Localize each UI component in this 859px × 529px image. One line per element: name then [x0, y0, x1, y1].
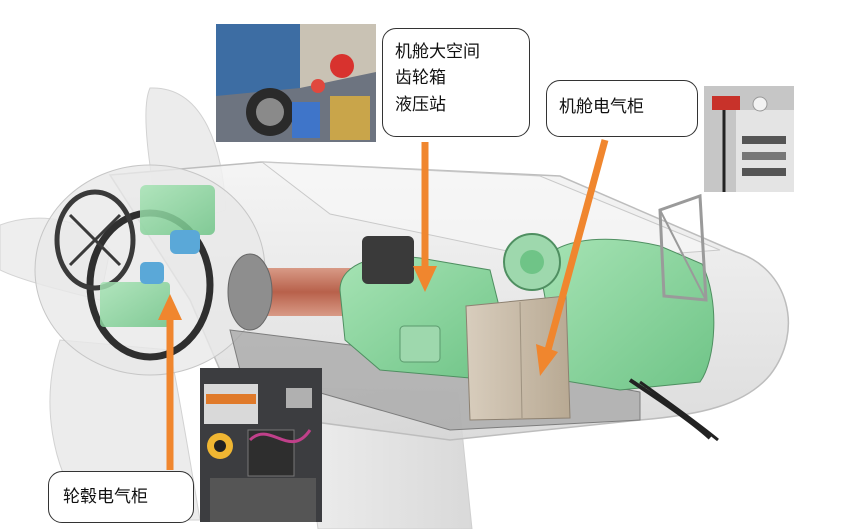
arrow-nacelle-cabinet [536, 139, 609, 376]
label-hub-cabinet: 轮毂电气柜 [63, 487, 148, 507]
callout-nacelle-cabinet: 机舱电气柜 [546, 80, 698, 137]
label-hydraulic-station: 液压站 [395, 94, 446, 115]
label-nacelle-space: 机舱大空间 [395, 42, 480, 62]
main-bearing [227, 253, 273, 331]
cabinet-seam [519, 301, 523, 419]
main-shaft [248, 268, 360, 316]
mast-brace [659, 209, 707, 301]
hydraulic-station [362, 236, 414, 284]
arrow-nacelle-top [413, 142, 437, 292]
generator [539, 238, 715, 391]
ring-spoke-2 [68, 213, 122, 267]
pitch-bearing-ring-upper [54, 189, 136, 291]
pitch-motor-blue-2 [140, 262, 164, 284]
hub-cabinet-green [100, 282, 170, 327]
hub-frame-green [140, 185, 215, 235]
cooling-fan-center [520, 250, 544, 274]
label-gearbox: 齿轮箱 [395, 68, 446, 89]
nacelle-cabinet [465, 295, 571, 421]
arrow-hub-cabinet [158, 294, 182, 470]
photo-nacelle-space-icon [216, 24, 376, 142]
callout-nacelle-gearbox-hydraulic: 机舱大空间 齿轮箱 液压站 [382, 28, 530, 137]
photo-hub-cabinet-icon [200, 368, 322, 522]
photo-nacelle-cabinet-icon [704, 86, 794, 192]
cable-bundle [628, 378, 712, 440]
pitch-motor-blue [170, 230, 200, 254]
cable-bundle-2 [639, 380, 719, 442]
label-nacelle-cabinet: 机舱电气柜 [559, 97, 644, 117]
callout-hub-cabinet: 轮毂电气柜 [48, 471, 194, 523]
hydraulic-unit [399, 325, 441, 363]
